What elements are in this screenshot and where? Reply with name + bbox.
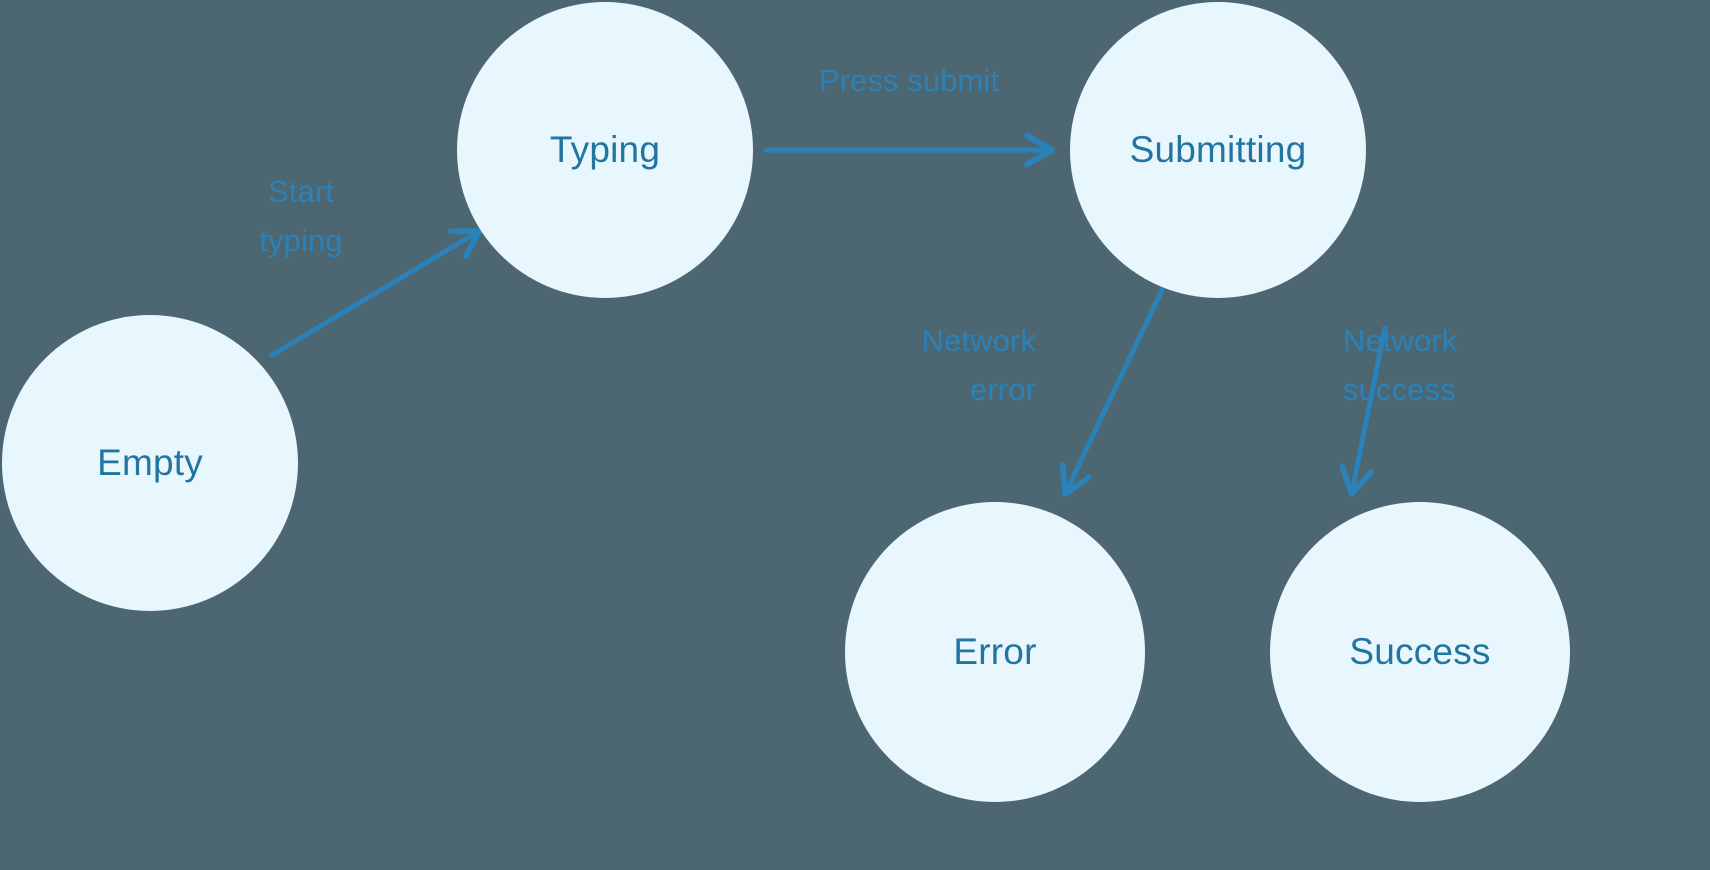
edge-label-network-success: Network success <box>1343 323 1458 407</box>
state-node-empty[interactable]: Empty <box>2 315 298 611</box>
edge-label-network-error: Network error <box>921 323 1036 407</box>
state-node-typing[interactable]: Typing <box>457 2 753 298</box>
edge-label-start-typing: Start typing <box>259 174 343 258</box>
edge-submitting-to-success <box>1339 325 1388 497</box>
edge-submitting-to-error <box>1059 287 1165 497</box>
edge-label-press-submit: Press submit <box>818 63 1000 98</box>
state-node-submitting[interactable]: Submitting <box>1070 2 1366 298</box>
state-node-submitting-label: Submitting <box>1129 128 1307 170</box>
state-node-success[interactable]: Success <box>1270 502 1570 802</box>
state-node-error[interactable]: Error <box>845 502 1145 802</box>
state-node-success-label: Success <box>1349 630 1491 672</box>
edge-empty-to-typing <box>269 228 483 358</box>
state-node-error-label: Error <box>953 630 1037 672</box>
state-node-empty-label: Empty <box>97 441 203 483</box>
state-node-typing-label: Typing <box>549 128 661 170</box>
